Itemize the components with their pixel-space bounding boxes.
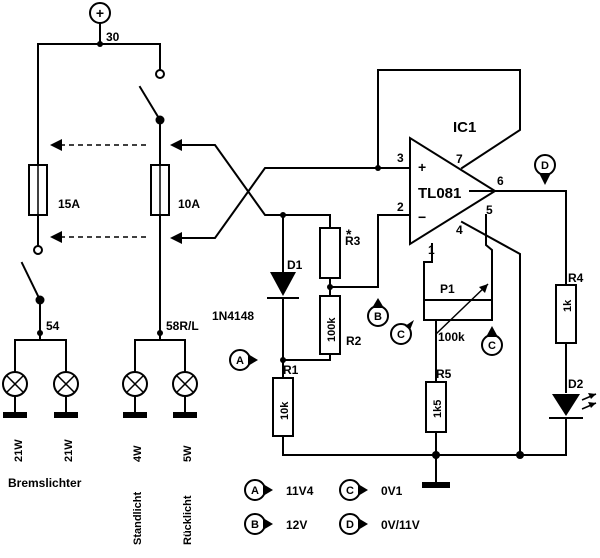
d1-type-label: 1N4148 xyxy=(212,309,254,323)
stand-light-label: Standlicht xyxy=(132,491,144,545)
legend-a: A 11V4 xyxy=(244,479,314,501)
legend-b: B 12V xyxy=(244,513,307,535)
pin-3-label: 3 xyxy=(397,151,404,165)
ic1-part-label: TL081 xyxy=(418,185,461,202)
brake-lights-label: Bremslichter xyxy=(8,476,82,490)
lamp-stand xyxy=(122,339,148,418)
marker-a-circuit: A xyxy=(229,349,258,371)
marker-c-left-circuit: C xyxy=(390,320,414,345)
d1-label: D1 xyxy=(287,258,303,272)
marker-d-letter: D xyxy=(541,160,549,172)
brake-switch xyxy=(20,245,45,305)
node-58-label: 58R/L xyxy=(166,319,199,333)
r2-label: R2 xyxy=(346,334,362,348)
r4-value: 1k xyxy=(562,299,574,312)
r4-label: R4 xyxy=(568,271,584,285)
fuse-10a-label: 10A xyxy=(178,197,200,211)
marker-b-letter: B xyxy=(374,311,382,323)
legend: A 11V4 B 12V C 0V1 D 0V/11V xyxy=(244,479,420,535)
marker-c-left-letter: C xyxy=(397,329,405,341)
lamp-brake-left-rating: 21W xyxy=(13,439,25,462)
terminal-30-label: 30 xyxy=(106,30,120,44)
pin-4-label: 4 xyxy=(456,223,463,237)
r5-label: R5 xyxy=(436,367,452,381)
pin-7-label: 7 xyxy=(456,152,463,166)
r3-marker: * xyxy=(346,226,352,242)
legend-b-value: 12V xyxy=(286,518,307,532)
r1-label: R1 xyxy=(283,363,299,377)
marker-c-right-circuit: C xyxy=(481,326,503,356)
power-terminal: + 30 xyxy=(89,2,120,47)
resistor-r3: R3 * xyxy=(319,214,361,279)
pin-5-label: 5 xyxy=(486,203,493,217)
r2-value: 100k xyxy=(326,317,338,342)
light-switch xyxy=(138,69,165,125)
diode-d1: D1 1N4148 xyxy=(212,258,303,323)
legend-d-value: 0V/11V xyxy=(381,518,420,532)
legend-a-marker: A xyxy=(251,485,259,497)
r5-value: 1k5 xyxy=(432,400,444,418)
legend-b-marker: B xyxy=(251,519,259,531)
ic1-label: IC1 xyxy=(453,119,476,136)
led-d2: D2 xyxy=(549,377,597,419)
marker-a-letter: A xyxy=(236,355,244,367)
lamp-brake-left xyxy=(2,339,28,418)
resistor-r2: 100k R2 xyxy=(319,295,362,355)
r1-value: 10k xyxy=(279,401,291,420)
lamp-brake-right-rating: 21W xyxy=(63,439,75,462)
lamp-rear xyxy=(172,339,198,418)
opamp-minus: − xyxy=(418,209,426,225)
fuse-15a-label: 15A xyxy=(58,197,80,211)
marker-c-right-letter: C xyxy=(488,340,496,352)
opamp-ic1: IC1 TL081 + − 3 2 7 6 5 4 1 xyxy=(397,119,504,257)
lamp-stand-rating: 4W xyxy=(132,445,144,462)
rear-light-label: Rücklicht xyxy=(182,495,194,545)
supply-rail xyxy=(37,43,161,166)
legend-c-marker: C xyxy=(346,485,354,497)
node-54-label: 54 xyxy=(46,319,60,333)
p1-value: 100k xyxy=(438,330,465,344)
legend-d-marker: D xyxy=(346,519,354,531)
legend-c: C 0V1 xyxy=(339,479,403,501)
resistor-r4: R4 1k xyxy=(555,271,584,344)
legend-d: D 0V/11V xyxy=(339,513,420,535)
r3-label: R3 xyxy=(345,234,361,248)
fuse-10a: 10A xyxy=(150,164,200,216)
potentiometer-p1: P1 100k xyxy=(423,282,493,344)
legend-c-value: 0V1 xyxy=(381,484,403,498)
ground-rail xyxy=(282,451,567,488)
resistor-r5: R5 1k5 xyxy=(425,367,452,433)
sense-arrows xyxy=(50,139,150,243)
legend-a-value: 11V4 xyxy=(286,484,314,498)
resistor-r1: R1 10k xyxy=(272,363,299,437)
pin-2-label: 2 xyxy=(397,200,404,214)
opamp-plus: + xyxy=(418,159,426,175)
lamp-rear-rating: 5W xyxy=(182,445,194,462)
d2-label: D2 xyxy=(568,377,584,391)
marker-d-circuit: D xyxy=(534,154,556,185)
lamp-brake-right xyxy=(53,339,79,418)
marker-b-circuit: B xyxy=(367,298,389,327)
pin-6-label: 6 xyxy=(497,174,504,188)
p1-label: P1 xyxy=(440,282,455,296)
fuse-15a: 15A xyxy=(28,164,80,216)
power-symbol: + xyxy=(96,5,104,21)
crossed-sense-wires xyxy=(170,139,411,244)
